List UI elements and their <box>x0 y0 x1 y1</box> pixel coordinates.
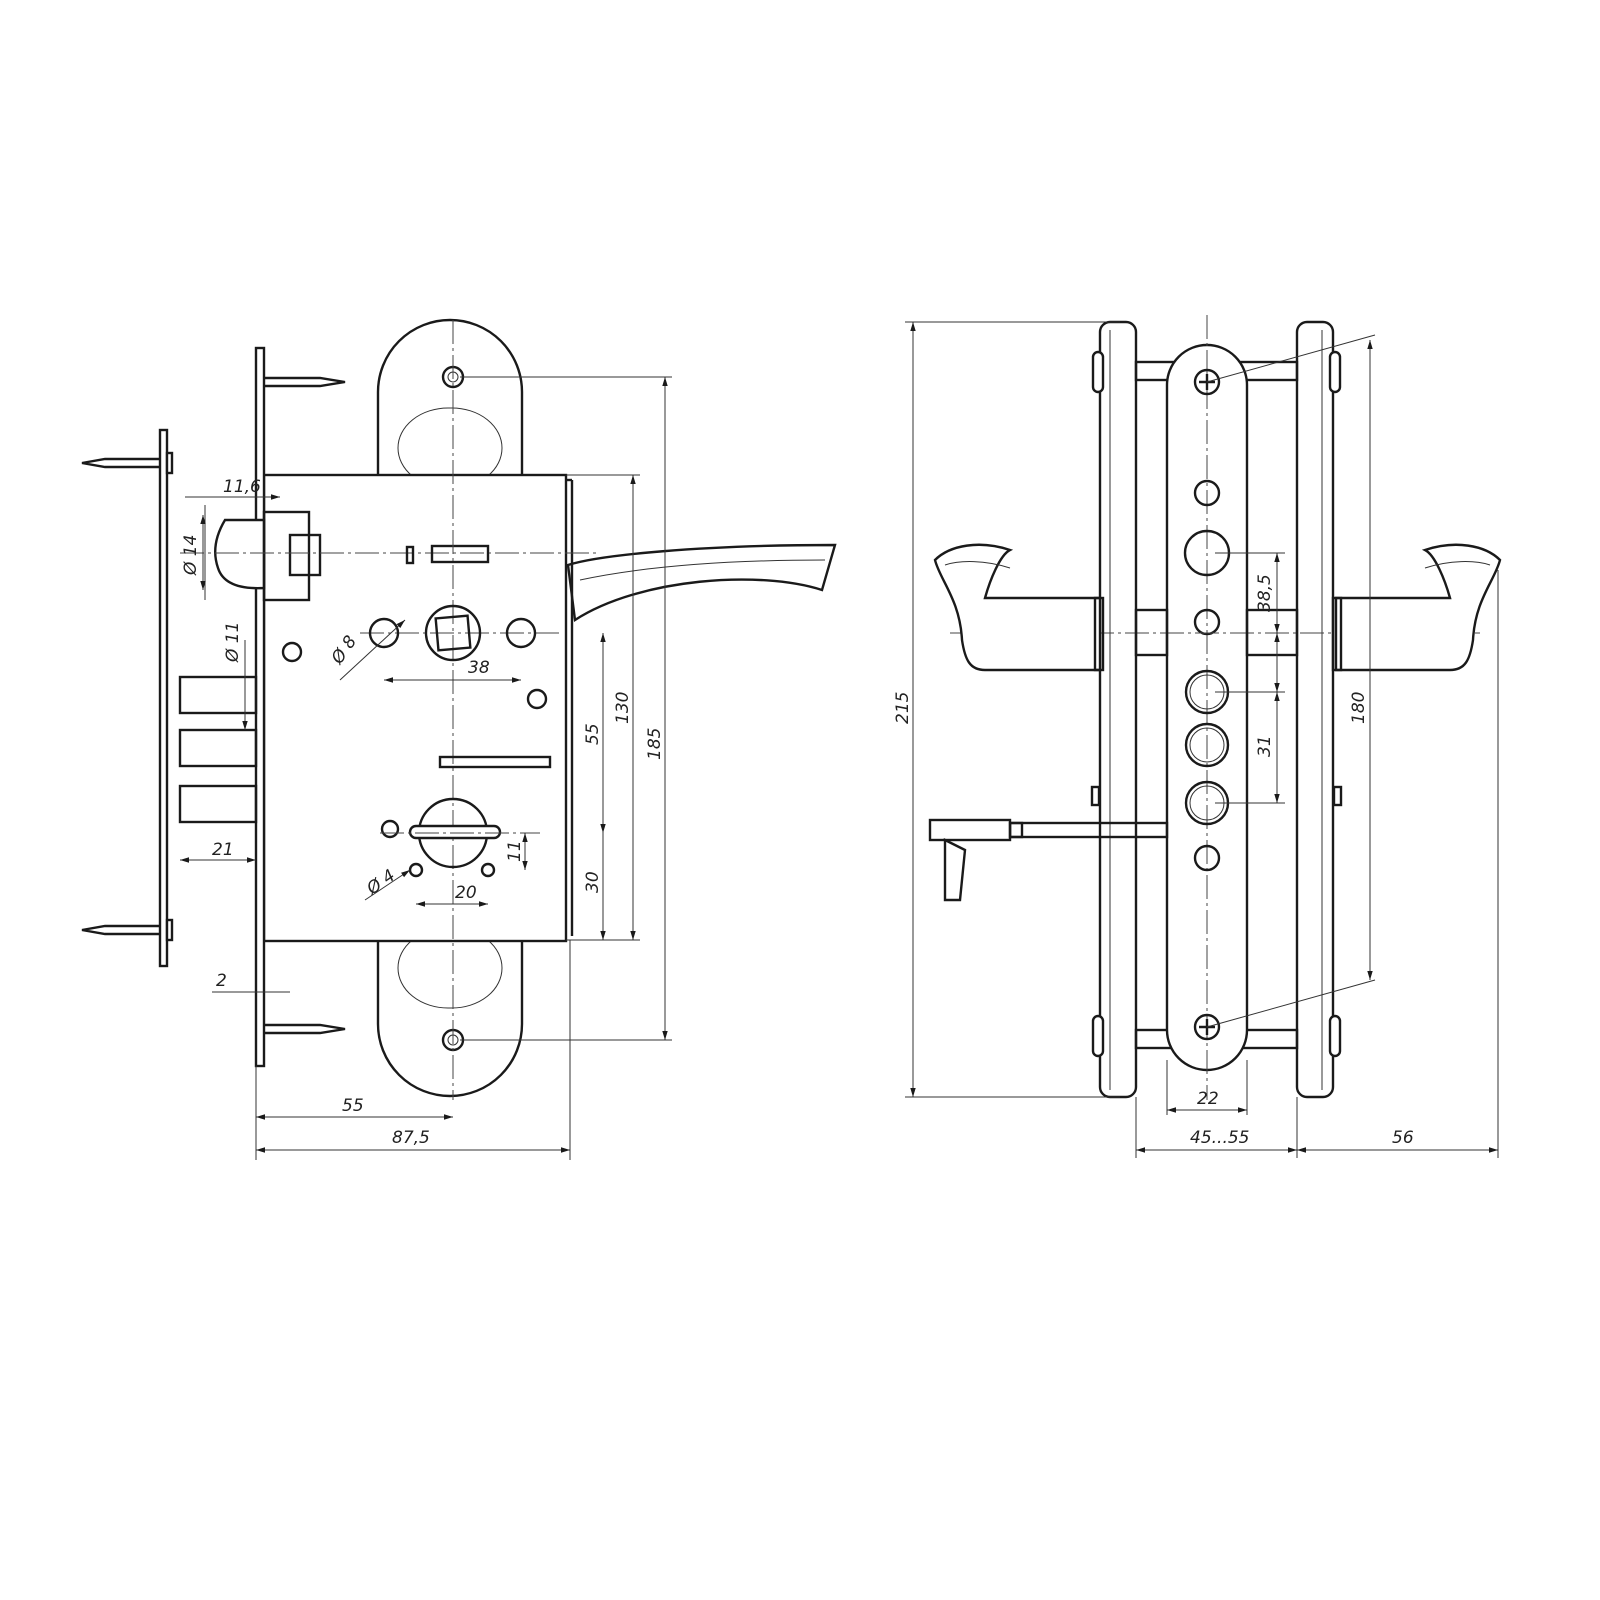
dim-spindle-to-cylinder: 55 <box>583 723 603 745</box>
dim-bolt-projection: 21 <box>212 840 234 860</box>
faceplate <box>254 346 266 1068</box>
case-slot <box>438 755 552 769</box>
dim-overall-height: 215 <box>893 692 913 724</box>
mount-hole-left <box>368 617 400 649</box>
dim-handle-projection: 56 <box>1392 1128 1414 1148</box>
dim-spindle-to-hole: 38,5 <box>1255 574 1275 612</box>
mount-hole-right <box>505 617 537 649</box>
spindle-hub <box>424 604 482 662</box>
strike-plate <box>158 428 169 968</box>
dim-faceplate-thickness: 2 <box>216 971 227 991</box>
front-hole-4 <box>1193 844 1221 872</box>
case-screw-1 <box>281 641 303 663</box>
dim-case-height: 130 <box>613 692 633 724</box>
dim-strip-width: 22 <box>1197 1089 1219 1109</box>
dim-hole-spacing: 31 <box>1255 735 1275 757</box>
right-dimension-lines <box>905 321 1499 1158</box>
deadbolt-front-2 <box>1184 722 1230 768</box>
right-dimension-labels: 215 38,5 31 180 22 45...55 56 <box>893 574 1414 1148</box>
inner-lever-handle <box>933 543 1102 672</box>
dim-door-thickness: 45...55 <box>1190 1128 1249 1148</box>
dim-screw-spacing: 180 <box>1349 692 1369 724</box>
front-hole-1 <box>1193 479 1221 507</box>
mounting-nails <box>81 376 346 1035</box>
inner-plate <box>1098 320 1138 1099</box>
lever-handle <box>566 543 837 623</box>
dim-lower-hole-spacing: 20 <box>455 883 477 903</box>
deadbolt-3 <box>178 784 258 824</box>
dim-escutcheon-screw-spacing: 185 <box>645 728 665 760</box>
dim-bolt-diameter: Ø 11 <box>223 622 243 663</box>
dim-backset: 55 <box>342 1096 364 1116</box>
deadbolt-2 <box>178 728 258 768</box>
outer-lever-handle <box>1334 543 1502 672</box>
deadbolt-1 <box>178 675 258 715</box>
outer-plate <box>1295 320 1335 1099</box>
left-dimension-lines <box>180 376 672 1160</box>
spindle-square <box>434 614 472 652</box>
dim-lower-hole-offset: 11 <box>505 840 525 862</box>
key <box>928 818 1169 902</box>
dim-case-depth: 87,5 <box>392 1128 430 1148</box>
dim-cylinder-hole-spacing: 38 <box>468 658 490 678</box>
case-screw-2 <box>526 688 548 710</box>
latch-spring-slot <box>430 544 490 564</box>
dim-latch-offset: 11,6 <box>223 477 261 497</box>
lock-front-view: 215 38,5 31 180 22 45...55 56 <box>893 315 1502 1158</box>
dim-cylinder-to-bottom: 30 <box>583 871 603 893</box>
latch-bolt <box>214 518 266 590</box>
front-hole-3 <box>1193 608 1221 636</box>
mortise-lock-side-view: 11,6 Ø 14 Ø 11 Ø 8 38 21 Ø 4 20 11 2 55 … <box>81 318 837 1160</box>
dim-latch-diameter: Ø 14 <box>181 535 201 576</box>
